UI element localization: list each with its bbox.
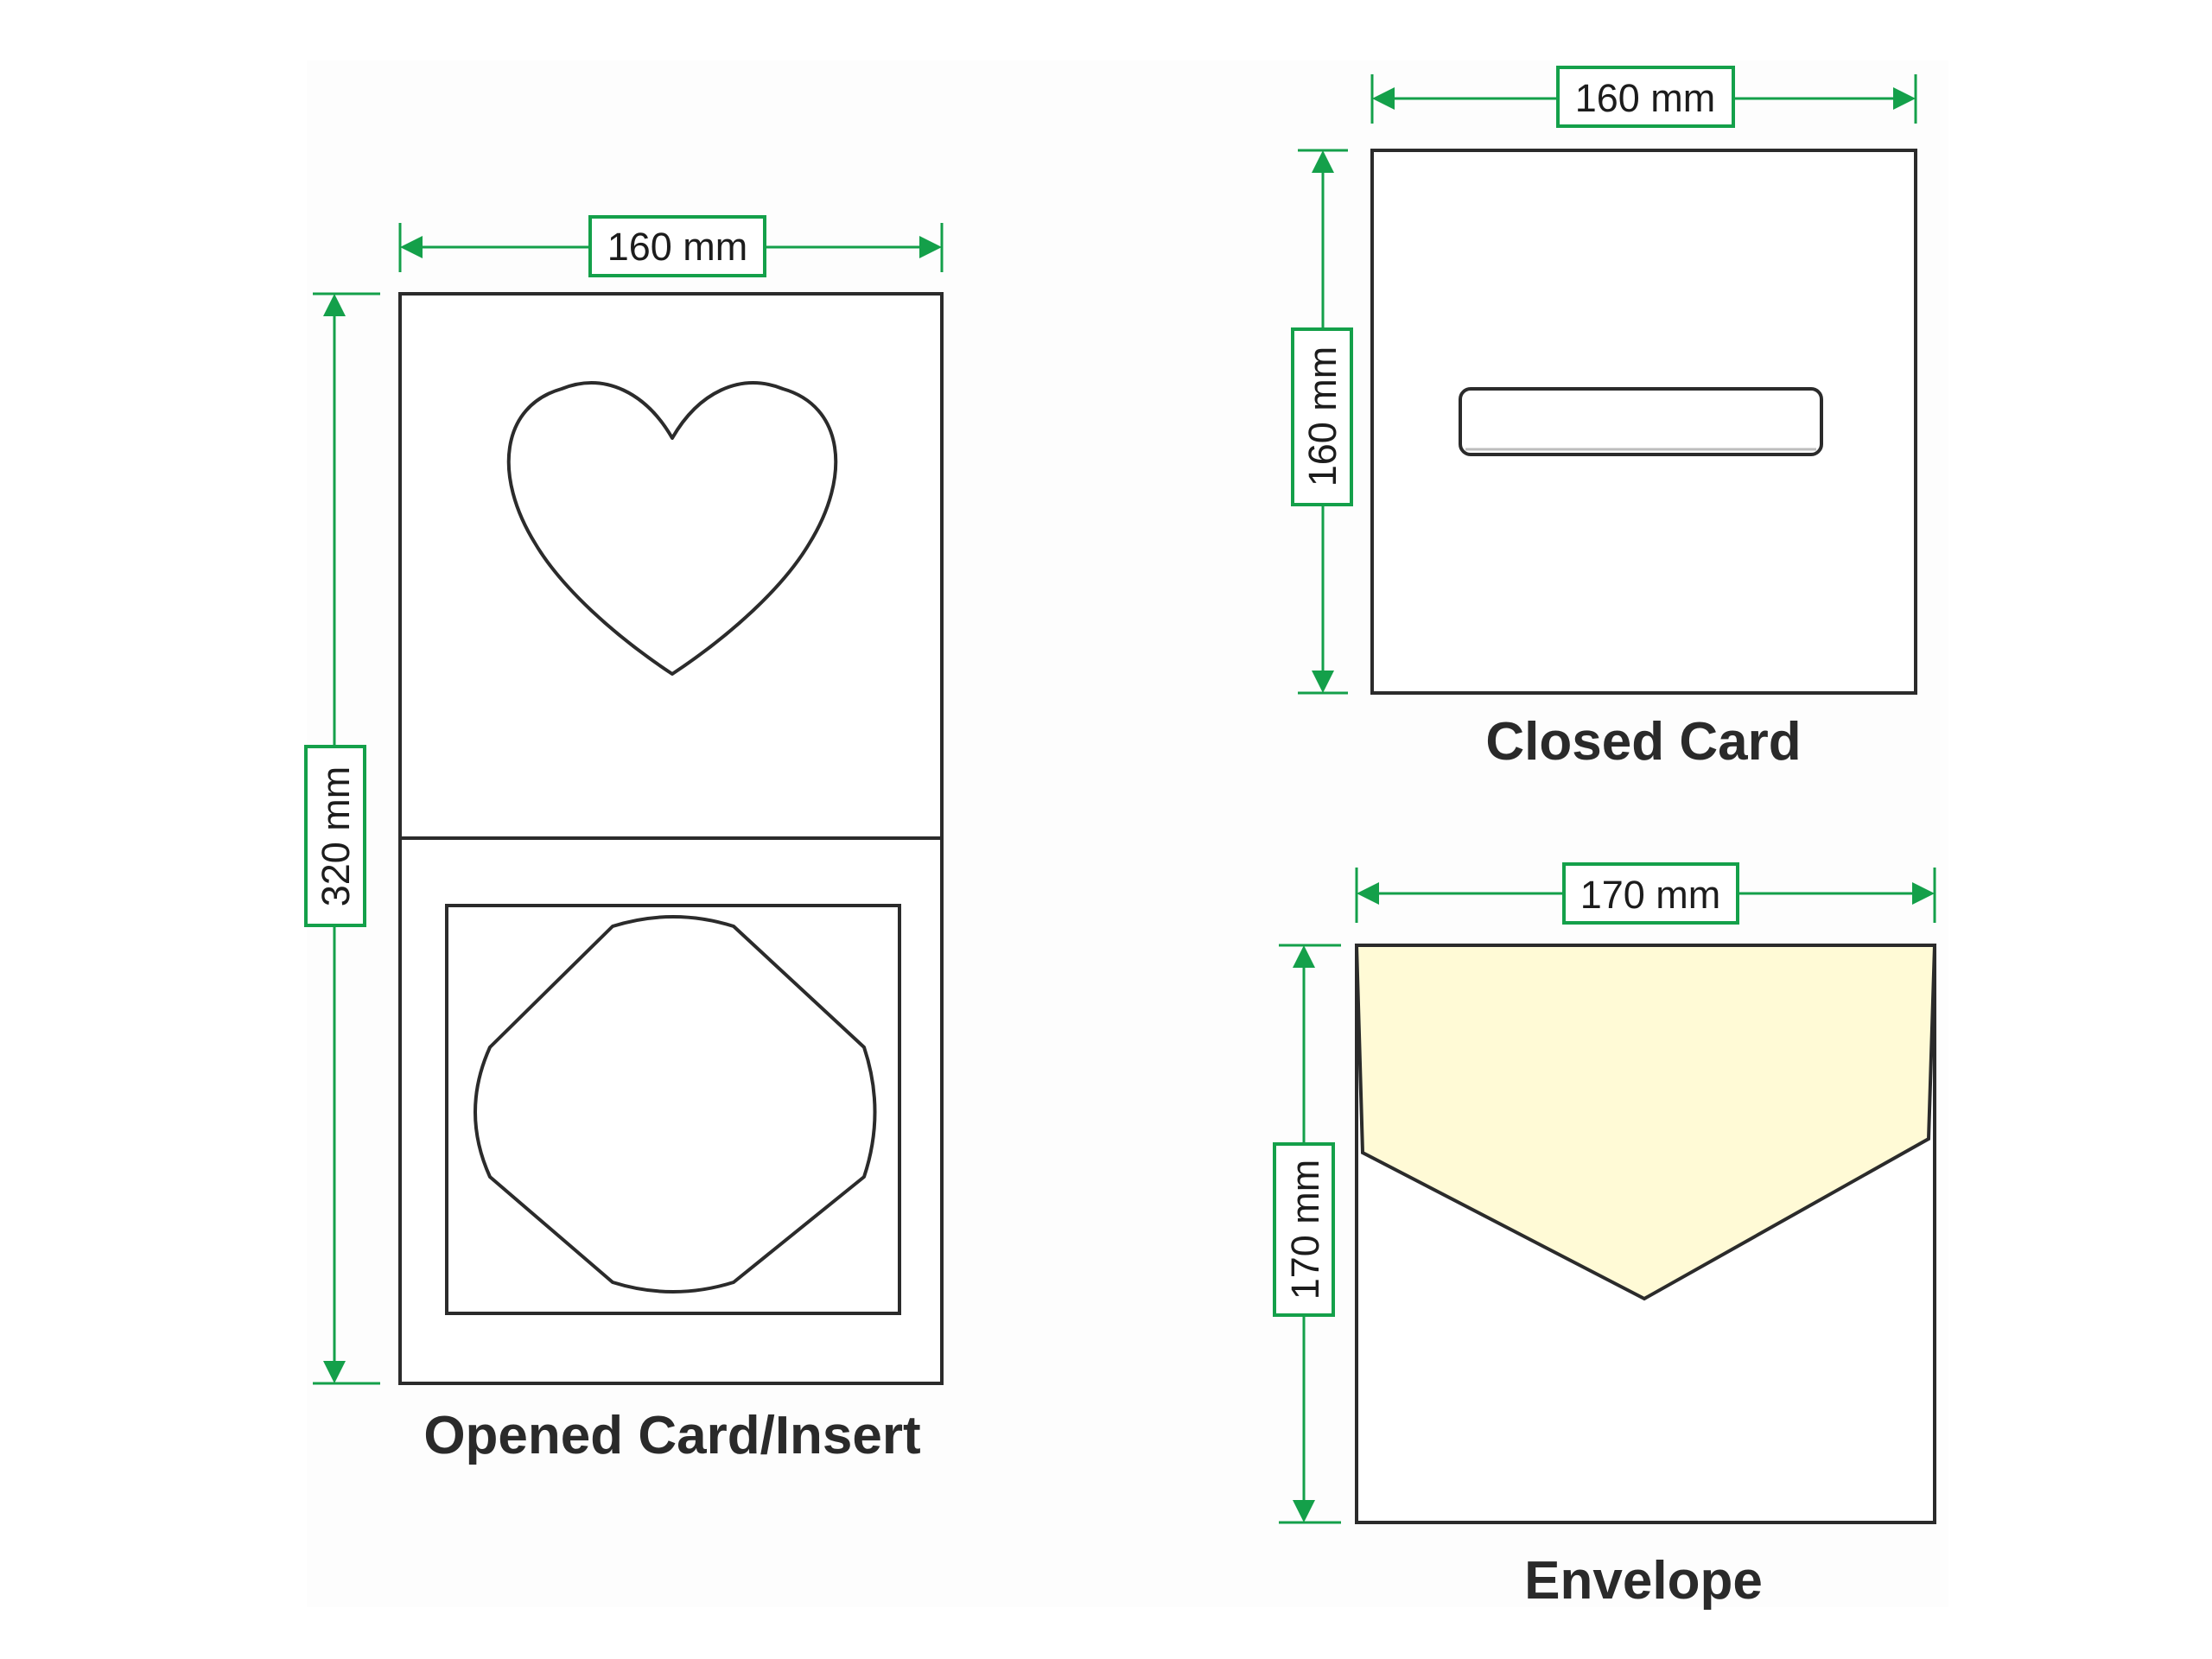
- opened-card-caption: Opened Card/Insert: [423, 1406, 920, 1465]
- envelope-group: 170 mm 170 mm Envelope: [1273, 862, 1937, 1611]
- rounded-diamond-window-icon: [474, 915, 877, 1294]
- opened-card-width-label: 160 mm: [607, 225, 748, 269]
- closed-card-group: 160 mm 160 mm Closed Card: [1291, 66, 1917, 772]
- envelope-caption: Envelope: [1524, 1551, 1763, 1611]
- heart-cutout-icon: [506, 381, 838, 676]
- envelope-height-label: 170 mm: [1283, 1160, 1327, 1300]
- closed-card-height-label: 160 mm: [1300, 346, 1344, 487]
- closed-card-width-label: 160 mm: [1575, 76, 1716, 120]
- envelope-height-dimension: 170 mm: [1273, 944, 1341, 1524]
- card-slot-icon: [1459, 387, 1823, 456]
- closed-card-caption: Closed Card: [1485, 712, 1801, 772]
- envelope-flap: [1354, 944, 1937, 1301]
- opened-card-height-dimension: 320 mm: [304, 292, 380, 1385]
- envelope-width-dimension: 170 mm: [1355, 862, 1936, 925]
- closed-card-width-dimension: 160 mm: [1370, 66, 1917, 128]
- envelope-width-label: 170 mm: [1580, 873, 1721, 917]
- closed-card-height-dimension: 160 mm: [1291, 149, 1353, 695]
- opened-card-height-label: 320 mm: [314, 766, 358, 907]
- opened-card-width-dimension: 160 mm: [398, 215, 944, 277]
- opened-card-group: 160 mm 320 mm Opened Card/Insert: [304, 215, 944, 1465]
